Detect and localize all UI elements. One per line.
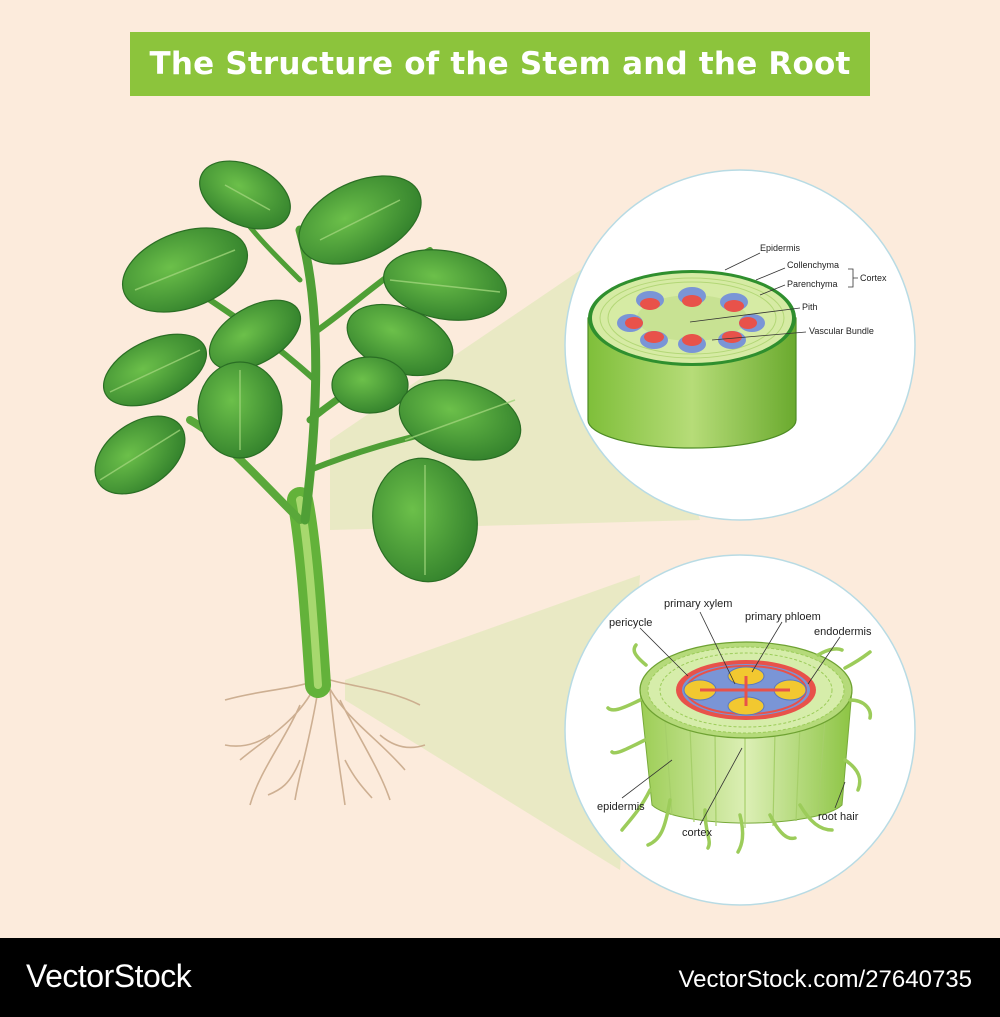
root-label-endodermis: endodermis bbox=[814, 626, 872, 638]
root-vascular-core bbox=[683, 666, 807, 716]
root-zoom-cone bbox=[345, 575, 640, 870]
vascular-bundles bbox=[617, 287, 765, 353]
stem-label-pith: Pith bbox=[802, 302, 818, 312]
diagram-canvas: The Structure of the Stem and the Root bbox=[94, 32, 916, 906]
brand-logo: VectorStock bbox=[26, 958, 192, 994]
stem-label-parenchyma: Parenchyma bbox=[787, 279, 838, 289]
page-title: The Structure of the Stem and the Root bbox=[149, 46, 851, 82]
brand-url: VectorStock.com/27640735 bbox=[678, 966, 972, 993]
footer-bar bbox=[0, 938, 1000, 1017]
root-label-primary-phloem: primary phloem bbox=[745, 611, 821, 623]
root-label-epidermis: epidermis bbox=[597, 801, 645, 813]
root-label-pericycle: pericycle bbox=[609, 617, 652, 629]
stem-label-epidermis: Epidermis bbox=[760, 243, 801, 253]
stem-cross-section bbox=[587, 270, 797, 449]
root-cross-section bbox=[639, 641, 853, 828]
leaf-veins bbox=[99, 184, 516, 575]
diagram-illustration: Epidermis Collenchyma Parenchyma Cortex … bbox=[94, 160, 916, 906]
root-label-primary-xylem: primary xylem bbox=[664, 598, 732, 610]
title-banner: The Structure of the Stem and the Root bbox=[130, 32, 870, 96]
stem-label-vascular-bundle: Vascular Bundle bbox=[809, 326, 874, 336]
root-label-cortex: cortex bbox=[682, 827, 712, 839]
stem-label-collenchyma: Collenchyma bbox=[787, 260, 839, 270]
stem-label-lines bbox=[689, 252, 858, 341]
root-label-lines bbox=[621, 611, 846, 826]
root-label-root-hair: root hair bbox=[818, 811, 859, 823]
stem-label-cortex: Cortex bbox=[860, 273, 887, 283]
plant-roots bbox=[224, 679, 426, 806]
